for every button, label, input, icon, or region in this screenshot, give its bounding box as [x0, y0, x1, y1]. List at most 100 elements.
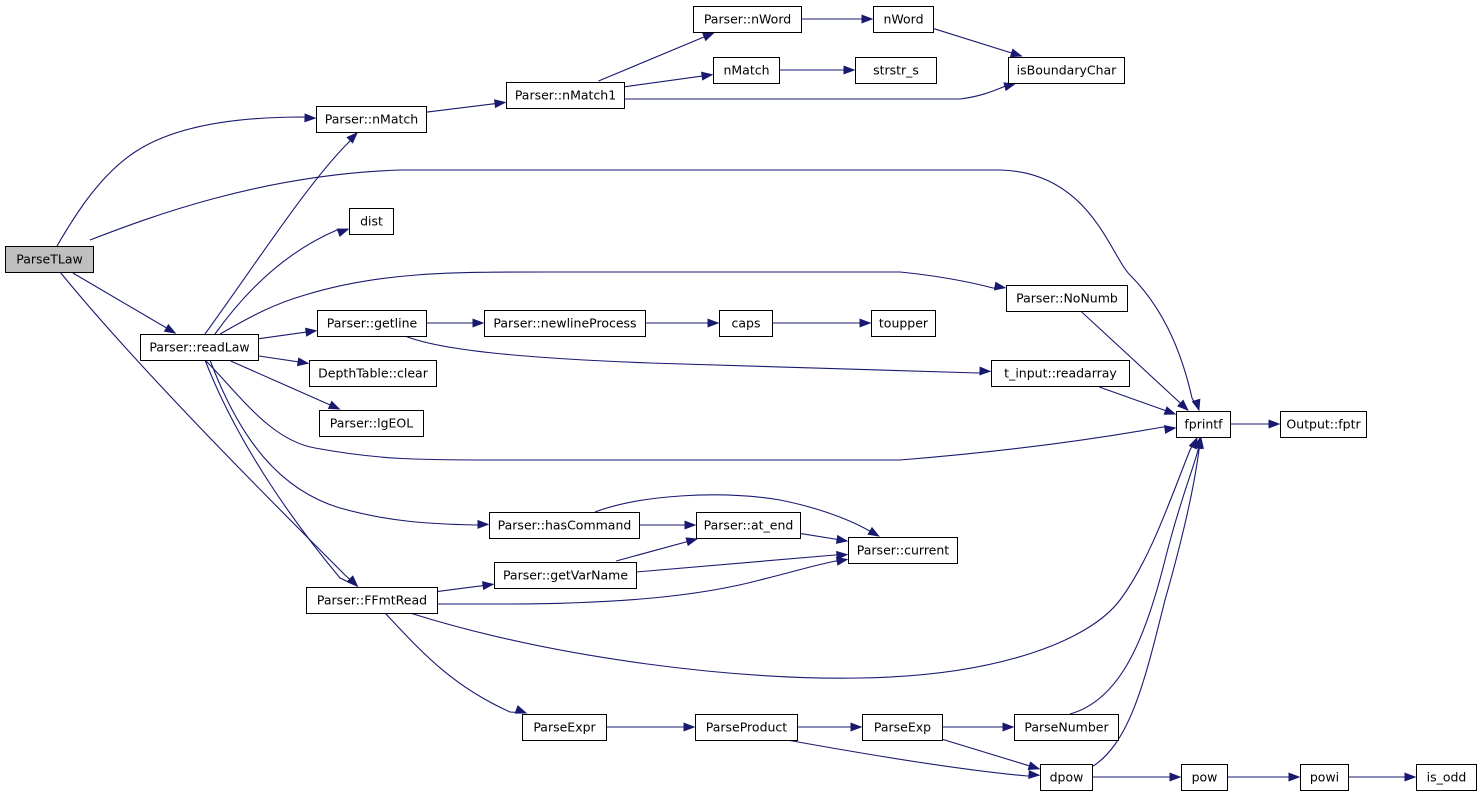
edge-dpow-to-pow	[1093, 772, 1182, 782]
edge-readLaw-to-FFmtRead	[204, 359, 359, 587]
node-powi[interactable]: powi	[1300, 764, 1349, 791]
node-dist[interactable]: dist	[349, 208, 394, 235]
node-at_end[interactable]: Parser::at_end	[696, 512, 801, 539]
edge-line	[209, 359, 489, 526]
node-nMatch1[interactable]: Parser::nMatch1	[506, 82, 625, 109]
node-getline[interactable]: Parser::getline	[317, 310, 427, 337]
arrowhead-icon	[859, 318, 872, 328]
node-FFmtRead[interactable]: Parser::FFmtRead	[306, 587, 438, 614]
edge-hasCommand-to-current	[594, 494, 880, 537]
node-isBoundaryChar[interactable]: isBoundaryChar	[1008, 57, 1125, 84]
edge-ParseTLaw-to-readLaw	[72, 272, 177, 334]
edge-line	[59, 271, 358, 587]
arrowhead-icon	[684, 520, 697, 530]
edge-line	[230, 360, 340, 410]
node-strstr_s[interactable]: strstr_s	[855, 57, 937, 84]
edge-readLaw-to-hasCommand	[209, 359, 490, 529]
edge-line	[1089, 437, 1202, 769]
arrowhead-icon	[1268, 419, 1281, 429]
edge-line	[214, 228, 349, 335]
arrowhead-icon	[305, 327, 318, 337]
node-box	[1008, 57, 1125, 84]
edge-ParseTLaw-to-fprintf	[89, 169, 1201, 412]
node-pow[interactable]: pow	[1181, 764, 1228, 791]
node-box	[309, 360, 437, 387]
node-label: nMatch	[723, 63, 769, 78]
node-readarray[interactable]: t_input::readarray	[991, 360, 1130, 387]
node-label: Parser::hasCommand	[498, 518, 632, 533]
edge-readLaw-to-dist	[214, 228, 350, 335]
edge-readLaw-to-fprintf	[204, 359, 1177, 461]
node-getVarName[interactable]: Parser::getVarName	[494, 562, 637, 589]
arrowhead-icon	[867, 526, 880, 537]
edge-ParseTLaw-to-nMatch	[56, 113, 317, 247]
edge-caps-to-toupper	[773, 318, 872, 328]
arrowhead-icon	[346, 132, 358, 144]
node-lgEOL[interactable]: Parser::lgEOL	[319, 410, 424, 437]
edge-PnWord-to-nWordFn	[802, 14, 874, 24]
edge-ParseProduct-to-ParseExp	[798, 722, 863, 732]
node-readLaw[interactable]: Parser::readLaw	[140, 334, 259, 361]
node-toupper[interactable]: toupper	[871, 310, 936, 337]
edge-nMatchFn-to-strstr_s	[780, 65, 856, 75]
node-ParseExp[interactable]: ParseExp	[862, 714, 943, 741]
node-newlineProcess[interactable]: Parser::newlineProcess	[484, 310, 646, 337]
edge-fprintf-to-fptr	[1231, 419, 1281, 429]
edge-line	[624, 74, 713, 88]
edge-line	[404, 335, 991, 374]
edge-nWordFn-to-isBoundaryChar	[933, 28, 1023, 58]
node-box	[695, 714, 798, 741]
arrowhead-icon	[1009, 48, 1023, 58]
node-clear[interactable]: DepthTable::clear	[309, 360, 437, 387]
node-PnWord[interactable]: Parser::nWord	[693, 6, 802, 33]
node-label: ParseProduct	[706, 720, 788, 735]
node-box	[317, 310, 427, 337]
node-box	[719, 310, 773, 337]
edge-line	[942, 738, 1040, 770]
node-nMatch[interactable]: Parser::nMatch	[316, 106, 427, 133]
node-box	[319, 410, 424, 437]
arrowhead-icon	[843, 65, 856, 75]
node-box	[862, 714, 943, 741]
edge-line	[219, 271, 1006, 335]
node-ParseNumber[interactable]: ParseNumber	[1014, 714, 1119, 741]
arrowhead-icon	[835, 534, 849, 544]
node-current[interactable]: Parser::current	[848, 537, 958, 564]
arrowhead-icon	[296, 357, 310, 367]
node-box	[873, 6, 934, 33]
edge-line	[204, 359, 1176, 461]
node-label: Parser::FFmtRead	[317, 593, 427, 608]
node-fprintf[interactable]: fprintf	[1176, 411, 1231, 438]
arrowhead-icon	[1164, 424, 1177, 434]
edge-nMatch1-to-PnWord	[598, 32, 715, 82]
node-fptr[interactable]: Output::fptr	[1280, 411, 1367, 438]
edge-readLaw-to-lgEOL	[230, 360, 341, 410]
node-nWordFn[interactable]: nWord	[873, 6, 934, 33]
arrowhead-icon	[472, 318, 485, 328]
node-dpow[interactable]: dpow	[1040, 764, 1093, 791]
node-label: pow	[1192, 770, 1218, 785]
edge-line	[409, 437, 1198, 679]
arrowhead-icon	[482, 581, 495, 591]
node-hasCommand[interactable]: Parser::hasCommand	[489, 512, 640, 539]
node-ParseExpr[interactable]: ParseExpr	[522, 714, 607, 741]
arrowhead-icon	[850, 722, 863, 732]
node-is_odd[interactable]: is_odd	[1416, 764, 1477, 791]
node-label: DepthTable::clear	[318, 366, 429, 381]
node-label: dpow	[1050, 770, 1084, 785]
edge-getline-to-newlineProcess	[427, 318, 485, 328]
arrowhead-icon	[993, 281, 1007, 291]
node-box	[871, 310, 936, 337]
edge-getVarName-to-at_end	[616, 537, 699, 562]
node-NoNumb[interactable]: Parser::NoNumb	[1006, 285, 1128, 312]
edge-nMatch1-to-nMatchFn	[624, 71, 714, 88]
node-nMatchFn[interactable]: nMatch	[713, 57, 780, 84]
node-ParseTLaw[interactable]: ParseTLaw	[5, 246, 94, 273]
node-caps[interactable]: caps	[719, 310, 773, 337]
arrowhead-icon	[1028, 770, 1041, 779]
node-box	[991, 360, 1130, 387]
edge-readLaw-to-nMatch	[204, 132, 358, 335]
node-label: isBoundaryChar	[1017, 63, 1117, 78]
node-ParseProduct[interactable]: ParseProduct	[695, 714, 798, 741]
